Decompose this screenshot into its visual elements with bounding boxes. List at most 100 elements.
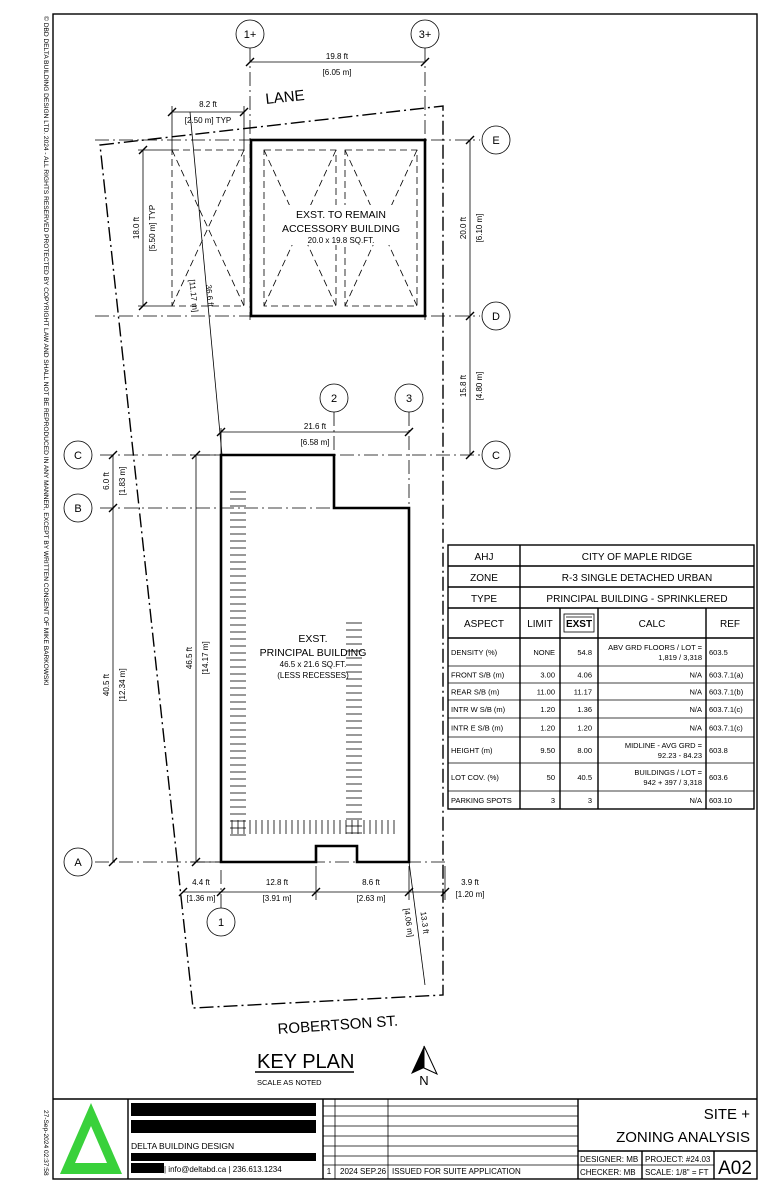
zoning-row-limit: NONE bbox=[533, 648, 555, 657]
accessory-label-3: 20.0 x 19.8 SQ.FT. bbox=[308, 236, 375, 245]
dim-6-0-ft: 6.0 ft bbox=[102, 471, 111, 490]
dim-12-34-m: [12.34 m] bbox=[118, 668, 127, 701]
dim-6-58-m: [6.58 m] bbox=[301, 438, 330, 447]
zoning-row-limit: 50 bbox=[547, 773, 555, 782]
accessory-label-1: EXST. TO REMAIN bbox=[296, 209, 386, 221]
project-number: PROJECT: #24.03 bbox=[645, 1155, 711, 1164]
principal-building: EXST. PRINCIPAL BUILDING 46.5 x 21.6 SQ.… bbox=[219, 453, 411, 864]
redacted-block bbox=[131, 1163, 164, 1173]
zoning-header-aspect: ASPECT bbox=[464, 619, 504, 630]
grid-label-C-left: C bbox=[74, 450, 82, 462]
grid-lines bbox=[95, 48, 480, 910]
zoning-row-calc: N/A bbox=[689, 724, 702, 733]
dim-12-8-ft: 12.8 ft bbox=[266, 878, 289, 887]
checker: CHECKER: MB bbox=[580, 1168, 636, 1177]
revision-number: 1 bbox=[327, 1167, 332, 1176]
grid-bubble-B bbox=[63, 493, 93, 523]
zoning-row-limit: 1.20 bbox=[540, 724, 555, 733]
zoning-row-aspect: DENSITY (%) bbox=[451, 648, 498, 657]
zoning-row-calc: N/A bbox=[689, 796, 702, 805]
dim-4-80-m: [4.80 m] bbox=[475, 372, 484, 401]
zoning-row-ref: 603.7.1(b) bbox=[709, 688, 744, 697]
zoning-row-exst: 54.8 bbox=[577, 648, 592, 657]
dim-40-5-ft: 40.5 ft bbox=[102, 673, 111, 696]
grid-label-C-right: C bbox=[492, 450, 500, 462]
dim-4-4-ft: 4.4 ft bbox=[192, 878, 211, 887]
dim-36-6-ft: 36.6 ft bbox=[204, 284, 215, 308]
zoning-row-ref: 603.5 bbox=[709, 648, 728, 657]
dim-11-17-m: [11.17 m] bbox=[187, 279, 199, 313]
key-plan: KEY PLAN SCALE AS NOTED N bbox=[255, 1045, 439, 1088]
dim-14-17-m: [14.17 m] bbox=[201, 641, 210, 674]
zoning-row-calc: ABV GRD FLOORS / LOT = bbox=[608, 643, 702, 652]
grid-bubble-C-right bbox=[481, 440, 511, 470]
dim-13-3-ft: 13.3 ft bbox=[418, 911, 430, 935]
grid-bubbles: 1+ 3+ E D 2 3 C C B A 1 bbox=[63, 19, 511, 937]
grid-bubble-C-left bbox=[63, 440, 93, 470]
zoning-row-limit: 11.00 bbox=[537, 688, 555, 697]
north-arrow-icon: N bbox=[411, 1045, 439, 1088]
zoning-row-exst: 11.17 bbox=[574, 688, 592, 697]
grid-bubble-D bbox=[481, 301, 511, 331]
zoning-row-ref: 603.7.1(c) bbox=[709, 705, 743, 714]
sheet-border bbox=[52, 13, 758, 1180]
redacted-block bbox=[131, 1120, 316, 1133]
redacted-block bbox=[131, 1153, 316, 1161]
dim-3-9-ft: 3.9 ft bbox=[461, 878, 480, 887]
grid-bubble-A bbox=[63, 847, 93, 877]
grid-bubble-1-top bbox=[235, 19, 265, 49]
grid-bubble-1-bottom bbox=[206, 907, 236, 937]
lane-label: LANE bbox=[265, 87, 306, 108]
sheet-title-1: SITE + bbox=[704, 1106, 751, 1123]
zoning-row-calc: MIDLINE - AVG GRD = bbox=[625, 741, 703, 750]
principal-label-2: PRINCIPAL BUILDING bbox=[260, 647, 367, 659]
zoning-row-aspect: FRONT S/B (m) bbox=[451, 671, 505, 680]
sheet-title-2: ZONING ANALYSIS bbox=[616, 1129, 750, 1146]
zoning-header-calc: CALC bbox=[639, 619, 666, 630]
key-plan-scale: SCALE AS NOTED bbox=[257, 1078, 322, 1087]
zoning-row-ref: 603.6 bbox=[709, 773, 728, 782]
property-line bbox=[99, 105, 444, 1009]
grid-label-1-bottom: 1 bbox=[218, 917, 224, 929]
zoning-row-calc: BUILDINGS / LOT = bbox=[634, 768, 702, 777]
dim-1-36-m: [1.36 m] bbox=[187, 894, 216, 903]
drawing-scale: SCALE: 1/8" = FT bbox=[645, 1168, 709, 1177]
zoning-row-aspect: INTR W S/B (m) bbox=[451, 705, 506, 714]
zoning-row-exst: 8.00 bbox=[577, 746, 592, 755]
zoning-row-calc: N/A bbox=[689, 705, 702, 714]
accessory-label-2: ACCESSORY BUILDING bbox=[282, 223, 400, 235]
zoning-header-exst-box bbox=[563, 613, 595, 633]
zoning-header-ref: REF bbox=[720, 619, 740, 630]
zoning-row-exst: 40.5 bbox=[577, 773, 592, 782]
zoning-row-limit: 9.50 bbox=[540, 746, 555, 755]
dim-20-0-ft: 20.0 ft bbox=[459, 216, 468, 239]
dim-6-05-m: [6.05 m] bbox=[323, 68, 352, 77]
north-label: N bbox=[419, 1073, 428, 1088]
principal-label-4: (LESS RECESSES) bbox=[277, 671, 349, 680]
zoning-row-aspect: REAR S/B (m) bbox=[451, 688, 500, 697]
dim-2-63-m: [2.63 m] bbox=[357, 894, 386, 903]
grid-label-B: B bbox=[74, 503, 81, 515]
zoning-type-value: PRINCIPAL BUILDING - SPRINKLERED bbox=[546, 594, 727, 605]
grid-label-2: 2 bbox=[331, 393, 337, 405]
zoning-row-aspect: HEIGHT (m) bbox=[451, 746, 493, 755]
grid-label-A: A bbox=[74, 857, 82, 869]
grid-label-E: E bbox=[492, 135, 499, 147]
dim-1-20-m: [1.20 m] bbox=[456, 890, 485, 899]
zoning-row-ref: 603.7.1(c) bbox=[709, 724, 743, 733]
dimension-ticks bbox=[108, 57, 475, 897]
designer: DESIGNER: MB bbox=[580, 1155, 638, 1164]
zoning-row-ref: 603.8 bbox=[709, 746, 728, 755]
delta-logo-icon bbox=[60, 1103, 122, 1174]
zoning-row-aspect: INTR E S/B (m) bbox=[451, 724, 504, 733]
accessory-building: EXST. TO REMAIN ACCESSORY BUILDING 20.0 … bbox=[171, 138, 427, 318]
zoning-row-limit: 3.00 bbox=[540, 671, 555, 680]
zoning-header-limit: LIMIT bbox=[527, 619, 553, 630]
zoning-zone-value: R-3 SINGLE DETACHED URBAN bbox=[562, 573, 712, 584]
zoning-header-exst: EXST bbox=[566, 619, 592, 630]
dim-1-83-m: [1.83 m] bbox=[118, 467, 127, 496]
front-street-label: ROBERTSON ST. bbox=[277, 1013, 398, 1038]
zoning-row-ref: 603.7.1(a) bbox=[709, 671, 744, 680]
grid-label-1-top: 1+ bbox=[244, 29, 257, 41]
zoning-row-calc: 942 + 397 / 3,318 bbox=[643, 778, 702, 787]
